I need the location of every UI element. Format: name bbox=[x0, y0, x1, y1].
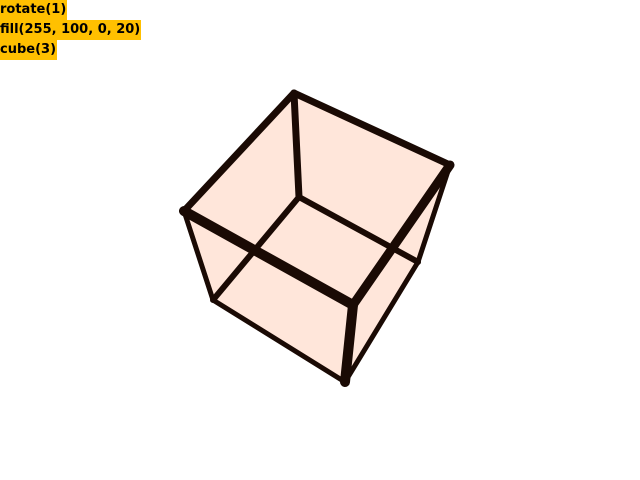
cube-edge bbox=[181, 208, 216, 303]
cube-edge bbox=[415, 162, 453, 265]
cube-front-edges bbox=[179, 89, 455, 387]
cube-edge bbox=[290, 89, 454, 169]
cube-edge bbox=[180, 89, 298, 215]
cube-back-edges bbox=[181, 89, 453, 385]
code-line-rotate[interactable]: rotate(1) bbox=[0, 0, 68, 20]
cube-edge bbox=[340, 300, 358, 387]
cube-face-top bbox=[184, 93, 450, 305]
cube-3d bbox=[179, 89, 455, 387]
cube-edge bbox=[179, 206, 358, 310]
cube-edge bbox=[348, 160, 455, 310]
code-panel: rotate(1) fill(255, 100, 0, 20) cube(3) bbox=[0, 0, 142, 60]
cube-face-front-left bbox=[184, 211, 353, 382]
cube-edge bbox=[342, 259, 421, 385]
cube-edge bbox=[296, 194, 421, 265]
cube-edge bbox=[210, 297, 348, 385]
cube-face-front-right bbox=[345, 165, 450, 382]
cube-edge bbox=[290, 89, 303, 201]
code-line-fill[interactable]: fill(255, 100, 0, 20) bbox=[0, 20, 142, 40]
code-line-cube[interactable]: cube(3) bbox=[0, 40, 58, 60]
